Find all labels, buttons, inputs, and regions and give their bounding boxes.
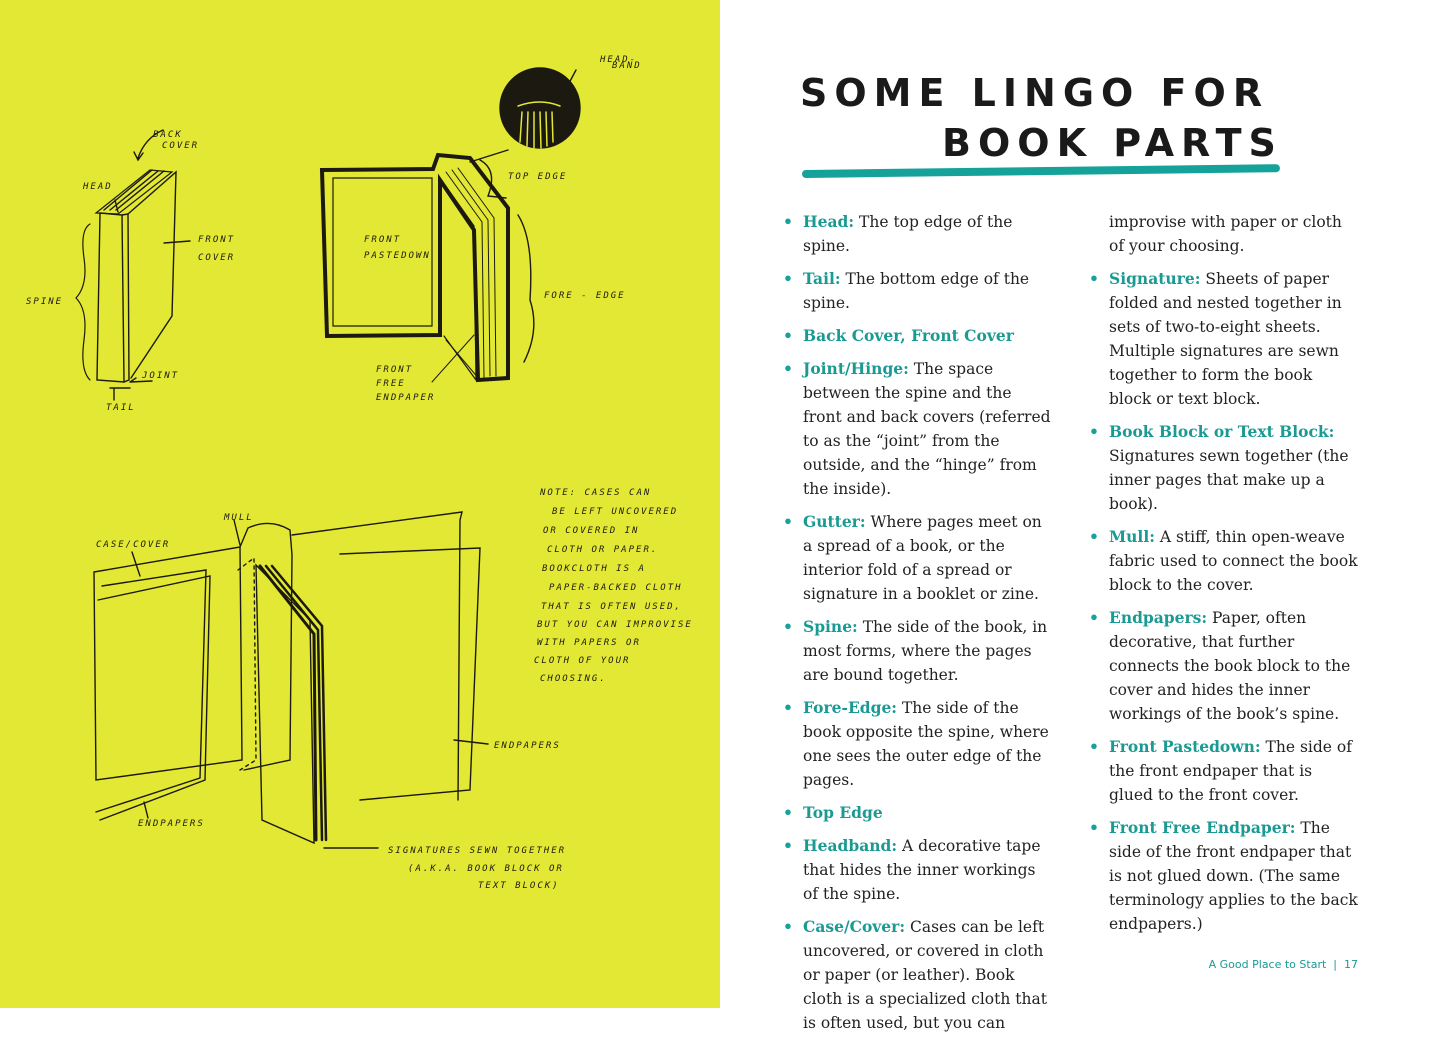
term: Back Cover, Front Cover <box>803 326 1014 345</box>
definition: The top edge of the spine. <box>803 213 1013 255</box>
glossary-item-gutter: Gutter: Where pages meet on a spread of … <box>780 510 1052 606</box>
title-line-2: BOOK PARTS <box>942 121 1283 165</box>
definition: The space between the spine and the fron… <box>803 360 1051 498</box>
definition: The bottom edge of the spine. <box>803 270 1030 312</box>
glossary-item-head: Head: The top edge of the spine. <box>780 210 1052 258</box>
label-fore-edge: FORE - EDGE <box>544 291 626 301</box>
glossary-item-mull: Mull: A stiff, thin open-weave fabric us… <box>1086 525 1358 597</box>
note-line: CLOTH OR PAPER. <box>547 545 658 555</box>
term: Tail: <box>803 269 841 288</box>
label-front-cover: FRONT <box>198 235 235 245</box>
glossary-item-spine: Spine: The side of the book, in most for… <box>780 615 1052 687</box>
footer-section-title: A Good Place to Start <box>1208 958 1327 971</box>
glossary-item-top-edge: Top Edge <box>780 801 1052 825</box>
label-mull: MULL <box>223 513 254 523</box>
definition: The side of the front endpaper that is g… <box>1109 738 1352 804</box>
definition: Paper, often decorative, that further co… <box>1109 609 1351 723</box>
label-signatures-3: TEXT BLOCK) <box>478 881 560 891</box>
definition: A stiff, thin open-weave fabric used to … <box>1109 528 1358 594</box>
term: Fore-Edge: <box>803 698 898 717</box>
note-line: OR COVERED IN <box>543 526 639 536</box>
term: Front Pastedown: <box>1109 737 1261 756</box>
footer-separator: | <box>1333 958 1337 971</box>
label-headband-2: BAND <box>612 61 642 71</box>
note-line: BE LEFT UNCOVERED <box>552 507 678 517</box>
label-front-free-endpaper: FRONT <box>376 365 413 375</box>
definition: improvise with paper or cloth of your ch… <box>1109 213 1342 255</box>
label-joint: JOINT <box>141 371 179 381</box>
definition: Sheets of paper folded and nested togeth… <box>1109 270 1342 408</box>
definition: Where pages meet on a spread of a book, … <box>803 513 1042 603</box>
definition: Signatures sewn together (the inner page… <box>1109 447 1349 513</box>
glossary-item-headband: Headband: A decorative tape that hides t… <box>780 834 1052 906</box>
label-front-pastedown-2: PASTEDOWN <box>364 251 431 261</box>
label-headband: HEAD- <box>599 55 637 65</box>
label-signatures: SIGNATURES SEWN TOGETHER <box>388 846 566 856</box>
note-line: BUT YOU CAN IMPROVISE <box>537 620 693 630</box>
term: Gutter: <box>803 512 866 531</box>
page-number: 17 <box>1344 958 1358 971</box>
label-back-cover: BACK <box>153 130 183 140</box>
label-case-cover: CASE/COVER <box>96 540 170 550</box>
page-footer: A Good Place to Start | 17 <box>1209 958 1358 971</box>
note-line: WITH PAPERS OR <box>537 638 641 648</box>
term: Joint/Hinge: <box>803 359 909 378</box>
label-front-pastedown: FRONT <box>364 235 401 245</box>
case-binding-drawing <box>93 511 489 849</box>
glossary-item-tail: Tail: The bottom edge of the spine. <box>780 267 1052 315</box>
term: Head: <box>803 212 855 231</box>
definition: The side of the front endpaper that is n… <box>1109 819 1358 933</box>
label-tail: TAIL <box>106 403 136 413</box>
glossary-item-front-free-endpaper: Front Free Endpaper: The side of the fro… <box>1086 816 1358 936</box>
note-line: BOOKCLOTH IS A <box>542 564 646 574</box>
definition: The side of the book opposite the spine,… <box>803 699 1049 789</box>
term: Top Edge <box>803 803 883 822</box>
glossary-item-joint-hinge: Joint/Hinge: The space between the spine… <box>780 357 1052 501</box>
glossary-item-book-block: Book Block or Text Block: Signatures sew… <box>1086 420 1358 516</box>
note-line: CLOTH OF YOUR <box>534 656 630 666</box>
label-front-free-endpaper-3: ENDPAPER <box>376 393 435 403</box>
label-endpapers-right: ENDPAPERS <box>494 741 561 751</box>
term: Mull: <box>1109 527 1155 546</box>
label-spine: SPINE <box>26 297 63 307</box>
glossary-item-covers: Back Cover, Front Cover <box>780 324 1052 348</box>
label-head: HEAD <box>82 182 113 192</box>
term: Book Block or Text Block: <box>1109 422 1335 441</box>
title-line-1: SOME LINGO FOR <box>800 71 1270 115</box>
label-front-cover-2: COVER <box>198 253 235 263</box>
illustration-page: BACK COVER HEAD FRONT COVER SPINE JOINT … <box>0 0 720 1008</box>
book-parts-sketches: BACK COVER HEAD FRONT COVER SPINE JOINT … <box>26 55 693 891</box>
glossary-item-case-cover: Case/Cover: Cases can be left uncovered,… <box>780 915 1052 1035</box>
note-line: CHOOSING. <box>540 674 607 684</box>
handwritten-note: NOTE: CASES CAN BE LEFT UNCOVERED OR COV… <box>534 488 693 684</box>
term: Signature: <box>1109 269 1201 288</box>
term: Spine: <box>803 617 858 636</box>
term: Headband: <box>803 836 898 855</box>
glossary-item-signature: Signature: Sheets of paper folded and ne… <box>1086 267 1358 411</box>
glossary-column-2: improvise with paper or cloth of your ch… <box>1086 210 1358 945</box>
definition: A decorative tape that hides the inner w… <box>803 837 1041 903</box>
definition: The side of the book, in most forms, whe… <box>803 618 1048 684</box>
label-signatures-2: (A.K.A. BOOK BLOCK OR <box>408 864 564 874</box>
label-back-cover-2: COVER <box>162 141 199 151</box>
note-line: THAT IS OFTEN USED, <box>541 602 682 612</box>
glossary-item-endpapers: Endpapers: Paper, often decorative, that… <box>1086 606 1358 726</box>
page-title: SOME LINGO FOR BOOK PARTS <box>800 68 1283 168</box>
label-top-edge: TOP EDGE <box>508 172 567 182</box>
open-book-drawing <box>319 67 581 383</box>
label-front-free-endpaper-2: FREE <box>376 379 406 389</box>
term: Endpapers: <box>1109 608 1208 627</box>
glossary-item-front-pastedown: Front Pastedown: The side of the front e… <box>1086 735 1358 807</box>
note-line: PAPER-BACKED CLOTH <box>549 583 683 593</box>
glossary-item-fore-edge: Fore-Edge: The side of the book opposite… <box>780 696 1052 792</box>
label-endpapers-left: ENDPAPERS <box>138 819 205 829</box>
glossary-continuation: improvise with paper or cloth of your ch… <box>1086 210 1358 258</box>
note-line: NOTE: CASES CAN <box>539 488 651 498</box>
term: Front Free Endpaper: <box>1109 818 1296 837</box>
term: Case/Cover: <box>803 917 906 936</box>
closed-book-drawing <box>75 129 191 401</box>
glossary-column-1: Head: The top edge of the spine. Tail: T… <box>780 210 1052 1044</box>
